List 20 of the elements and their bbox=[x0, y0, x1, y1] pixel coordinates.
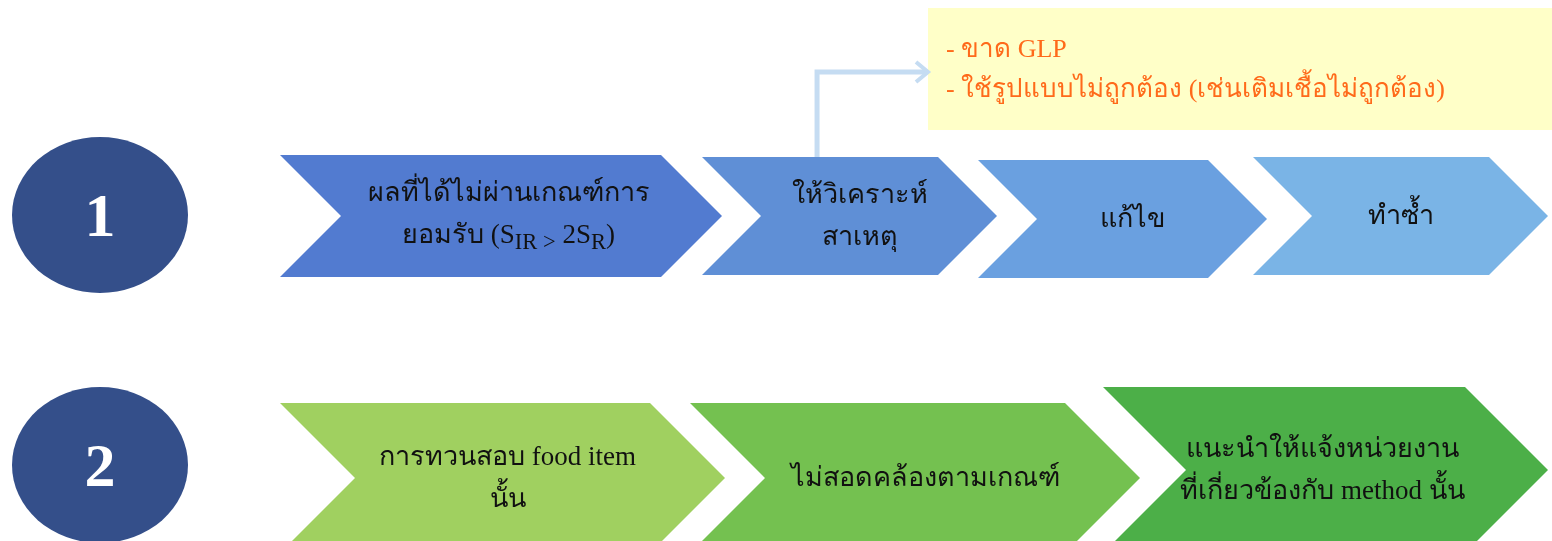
process-step-box bbox=[280, 155, 722, 277]
process-step-box bbox=[978, 160, 1267, 278]
step-text: แนะนำให้แจ้งหน่วยงาน ที่เกี่ยวข้องกับ method นั้น bbox=[1179, 432, 1466, 507]
step-number: 1 bbox=[84, 179, 116, 251]
step-text: ผลที่ได้ไม่ผ่านเกณฑ์การ ยอมรับ (S$_{IR >}$ 2S$_{R}$) bbox=[350, 171, 667, 261]
step-text: การทวนสอบ food item นั้น bbox=[378, 440, 637, 515]
step-text: ทำซ้ำ bbox=[1367, 195, 1434, 237]
step-text: แก้ไข bbox=[1100, 202, 1165, 236]
note-text: - ใช้รูปแบบไม่ถูกต้อง (เช่นเติมเชื้อไม่ถูกต้อง) bbox=[946, 69, 1445, 110]
process-step-box bbox=[702, 157, 997, 275]
step-text: ไม่สอดคล้องตามเกณฑ์ bbox=[790, 461, 1060, 495]
arrow bbox=[814, 60, 930, 157]
process-step-box bbox=[280, 403, 725, 541]
note-text: - ขาด GLP bbox=[946, 32, 1067, 65]
step-text: ให้วิเคราะห์ สาเหตุ bbox=[790, 178, 929, 254]
process-step-box bbox=[1103, 387, 1548, 541]
step-number: 2 bbox=[84, 429, 116, 501]
process-step-box bbox=[1253, 157, 1548, 275]
process-step-box bbox=[690, 403, 1140, 541]
note-box bbox=[928, 8, 1552, 130]
